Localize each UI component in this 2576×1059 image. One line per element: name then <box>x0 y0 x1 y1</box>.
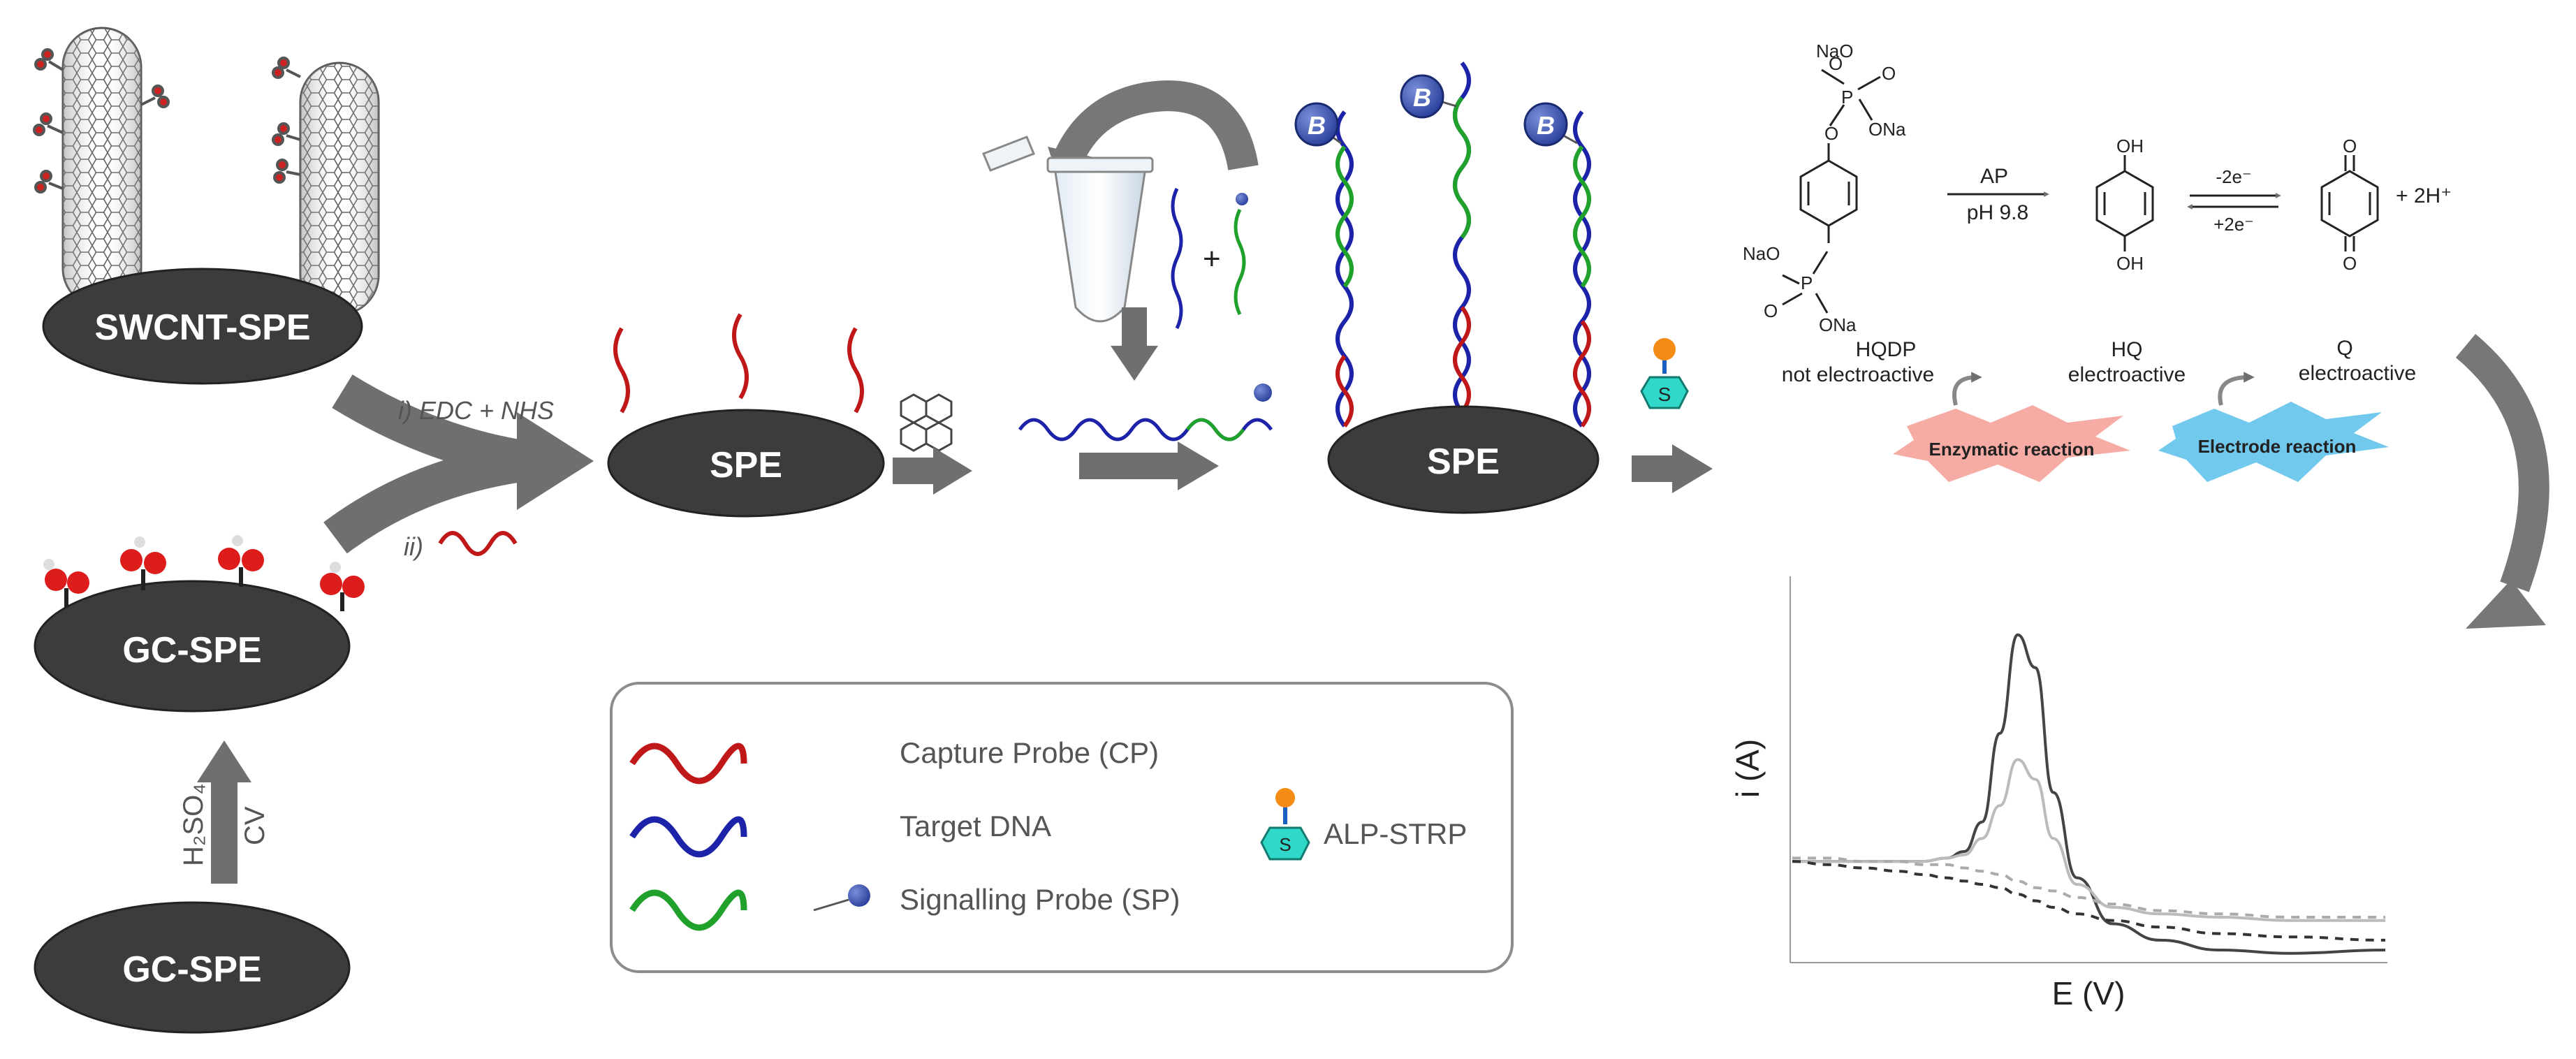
swcnt-spe-electrode: SWCNT-SPE <box>42 268 363 385</box>
carboxyl-groups-right <box>272 57 301 184</box>
swcnt-spe-label: SWCNT-SPE <box>94 307 310 348</box>
gc-spe-top-electrode: GC-SPE <box>34 535 365 713</box>
hq-oh-top: OH <box>2116 136 2144 156</box>
hqdp-o-top: O <box>1829 53 1843 74</box>
hqdp-o-eq-top: O <box>1882 63 1896 84</box>
merge-arrow: i) EDC + NHS ii) <box>323 374 594 561</box>
step-arrow-down <box>1111 307 1158 381</box>
hqdp-ona-bottom: ONa <box>1819 314 1857 335</box>
mix-plus: + <box>1203 242 1221 276</box>
benzoquinone-molecule: O O + 2H⁺ <box>2320 136 2452 274</box>
hybrid-duplex-probe <box>1185 418 1245 441</box>
series-layer <box>1792 633 2386 955</box>
legend-box: Capture Probe (CP) Target DNA Signalling… <box>610 682 1514 973</box>
surface-carboxyl-groups <box>43 535 365 611</box>
hqdp-o-eq-bottom: O <box>1764 300 1778 321</box>
legend-alp-icon: S <box>1260 788 1310 861</box>
hq-note: electroactive <box>2068 363 2186 386</box>
nanotube-right <box>272 57 380 316</box>
voltammogram-series-3 <box>1792 860 2386 942</box>
hqdp-nao-bottom: NaO <box>1743 243 1780 264</box>
biotin-labels: B B B <box>1294 74 1578 147</box>
step-ii-label: ii) <box>404 532 423 561</box>
carboxyl-groups-left <box>33 48 170 193</box>
gc-spe-bottom-electrode: GC-SPE <box>34 901 351 1034</box>
voltammogram-series-4 <box>1792 856 2386 919</box>
readout-arrow <box>2455 334 2549 629</box>
biotin-label-3: B <box>1537 111 1555 140</box>
ap-label: AP <box>1980 165 2008 188</box>
q-name: Q <box>2336 337 2352 360</box>
dna-sandwich-strands <box>1335 61 1591 428</box>
ph-label: pH 9.8 <box>1967 201 2028 224</box>
spe-sandwich-electrode: B B B SPE <box>1294 61 1600 514</box>
cv-label: CV <box>240 806 270 845</box>
gc-spe-bottom-label: GC-SPE <box>122 949 261 990</box>
legend-signalling-swatch <box>629 889 747 931</box>
hq-oh-bottom: OH <box>2116 253 2144 274</box>
legend-capture-label: Capture Probe (CP) <box>900 736 1159 769</box>
species-labels: HQDP not electroactive HQ electroactive … <box>1782 337 2416 386</box>
y-axis-label: i (A) <box>1729 739 1766 798</box>
activation-arrow: H₂SO₄ CV <box>178 740 270 884</box>
redox-equilibrium-arrow: -2e⁻ +2e⁻ <box>2187 166 2281 235</box>
nanotube-left <box>33 27 170 309</box>
legend-alp-label: ALP-STRP <box>1324 817 1467 850</box>
hqdp-o-ring: O <box>1824 123 1838 144</box>
legend-target-swatch <box>629 816 747 858</box>
step-arrow-1 <box>893 447 972 495</box>
hq-name: HQ <box>2112 338 2143 361</box>
electrode-label: Electrode reaction <box>2198 436 2357 457</box>
spe2-label: SPE <box>1427 441 1500 482</box>
pyrene-blocking-agent <box>900 393 953 452</box>
strep-label: S <box>1658 384 1671 405</box>
oxidation-label: -2e⁻ <box>2216 166 2251 187</box>
ap-conversion-arrow: AP pH 9.8 <box>1947 165 2049 224</box>
step-arrow-3 <box>1632 444 1713 493</box>
step-i-label: i) EDC + NHS <box>398 396 554 425</box>
q-o-bottom: O <box>2343 253 2357 274</box>
hybridization-step: + <box>982 80 1273 490</box>
step-arrow-2 <box>1079 441 1219 490</box>
electrode-reaction-burst: Electrode reaction <box>2158 372 2389 482</box>
hqdp-note: not electroactive <box>1782 363 1934 386</box>
proton-label: + 2H⁺ <box>2396 184 2452 207</box>
biotin-label-2: B <box>1413 83 1431 112</box>
hybrid-duplex-target <box>1018 418 1273 441</box>
microcentrifuge-tube <box>982 136 1154 323</box>
target-dna-free <box>1171 187 1183 330</box>
alp-strp-reagent: S <box>1640 338 1689 409</box>
hqdp-name: HQDP <box>1856 338 1917 361</box>
q-note: electroactive <box>2299 362 2416 385</box>
hydroquinone-molecule: OH OH <box>2095 136 2154 274</box>
hqdp-p-bottom: P <box>1801 272 1813 293</box>
hqdp-molecule: O P O NaO O ONa P NaO O ONa <box>1743 41 1906 335</box>
voltammogram-chart: i (A) E (V) <box>1729 576 2387 1011</box>
x-axis-label: E (V) <box>2052 975 2125 1011</box>
enzymatic-reaction-burst: Enzymatic reaction <box>1893 372 2130 482</box>
spe1-label: SPE <box>710 445 782 485</box>
voltammogram-series-1 <box>1792 633 2386 955</box>
biotin-label-1: B <box>1308 111 1326 140</box>
acid-label: H₂SO₄ <box>178 783 209 866</box>
legend-strep-letter: S <box>1279 834 1291 855</box>
enzymatic-label: Enzymatic reaction <box>1929 439 2095 460</box>
hqdp-p-top: P <box>1841 87 1853 108</box>
hqdp-nao-top: NaO <box>1816 41 1853 61</box>
legend-target-label: Target DNA <box>900 810 1051 842</box>
legend-capture-swatch <box>629 743 747 784</box>
hqdp-ona-top: ONa <box>1868 119 1906 140</box>
signalling-probe-free <box>1234 208 1246 316</box>
q-o-top: O <box>2343 136 2357 156</box>
capture-probe-reagent <box>438 531 518 556</box>
reduction-label: +2e⁻ <box>2213 214 2254 235</box>
legend-signalling-label: Signalling Probe (SP) <box>900 883 1180 916</box>
voltammogram-series-2 <box>1792 758 2385 922</box>
gc-spe-top-label: GC-SPE <box>122 630 261 671</box>
spe-capture-electrode: SPE <box>607 313 885 518</box>
